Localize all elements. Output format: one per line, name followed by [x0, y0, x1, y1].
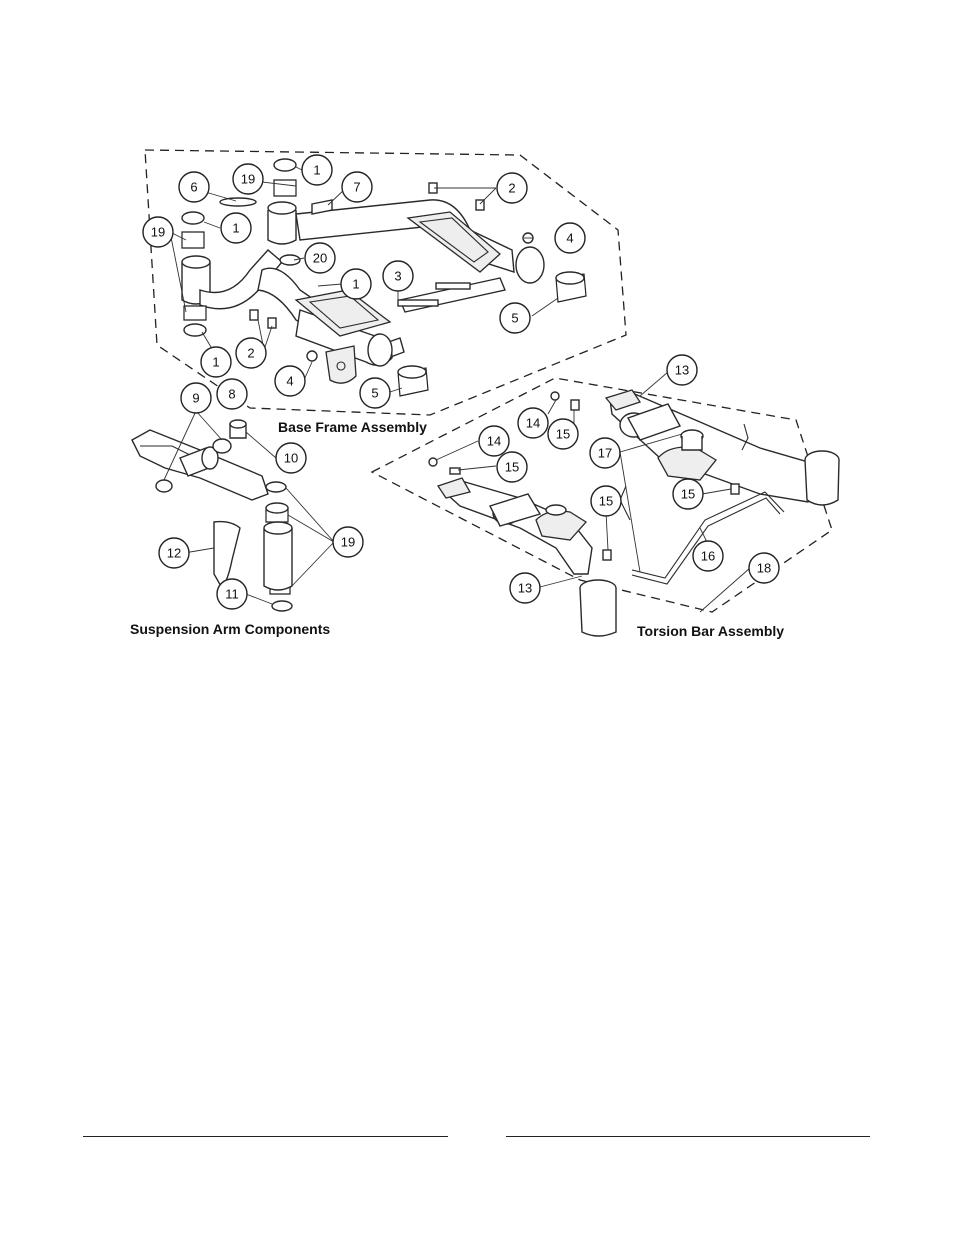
svg-text:19: 19	[241, 172, 255, 187]
svg-text:19: 19	[341, 535, 355, 550]
torsion-bar-leaders	[435, 371, 751, 613]
callout-2-top: 2	[496, 172, 528, 204]
base-frame-assembly: 1 19 6 7 2 1 4 19 20 3 1 5 1 2 4 5 8 Bas…	[142, 149, 627, 435]
callout-12: 12	[158, 537, 190, 569]
svg-text:6: 6	[190, 180, 197, 195]
svg-text:12: 12	[167, 546, 181, 561]
svg-text:13: 13	[675, 363, 689, 378]
suspension-arm-components: 9 10 12 19 11 Suspension Arm Components	[130, 382, 364, 637]
callout-8: 8	[216, 378, 248, 410]
torsion-bar-boundary	[370, 377, 833, 613]
svg-text:16: 16	[701, 549, 715, 564]
svg-text:1: 1	[352, 277, 359, 292]
callout-5-right: 5	[499, 302, 531, 334]
suspension-arm-caption: Suspension Arm Components	[130, 621, 330, 637]
svg-text:1: 1	[212, 355, 219, 370]
callout-1-bottom: 1	[200, 346, 232, 378]
svg-text:15: 15	[681, 487, 695, 502]
suspension-arm-drawing	[131, 419, 293, 612]
svg-text:20: 20	[313, 251, 327, 266]
svg-text:10: 10	[284, 451, 298, 466]
callout-4-right: 4	[554, 222, 586, 254]
svg-text:2: 2	[247, 346, 254, 361]
footer-rule-right	[506, 1136, 870, 1137]
svg-text:5: 5	[511, 311, 518, 326]
callout-13-bottom: 13	[509, 572, 541, 604]
callout-9: 9	[180, 382, 212, 414]
callout-19-left: 19	[142, 216, 174, 248]
callout-16: 16	[692, 540, 724, 572]
callout-2-bottom: 2	[235, 337, 267, 369]
svg-text:3: 3	[394, 269, 401, 284]
callout-14-left: 14	[478, 425, 510, 457]
base-frame-boundary	[144, 149, 627, 416]
svg-text:1: 1	[232, 221, 239, 236]
callout-5-bottom: 5	[359, 377, 391, 409]
torsion-bar-assembly: 13 14 15 14 15 17 15 15 16 18 13 Torsion…	[370, 354, 840, 639]
svg-text:4: 4	[566, 231, 573, 246]
callout-7: 7	[341, 171, 373, 203]
callout-15-right: 15	[672, 478, 704, 510]
callout-1-center: 1	[340, 268, 372, 300]
callout-17: 17	[589, 437, 621, 469]
callout-13-top: 13	[666, 354, 698, 386]
suspension-arm-leaders	[163, 410, 335, 605]
svg-text:4: 4	[286, 374, 293, 389]
callout-19-top: 19	[232, 163, 264, 195]
callout-19-arm: 19	[332, 526, 364, 558]
svg-text:14: 14	[526, 416, 540, 431]
callout-11: 11	[216, 578, 248, 610]
callout-3: 3	[382, 260, 414, 292]
callout-6: 6	[178, 171, 210, 203]
torsion-bar-drawing	[428, 389, 840, 637]
base-frame-drawing	[181, 158, 587, 397]
svg-text:5: 5	[371, 386, 378, 401]
svg-text:13: 13	[518, 581, 532, 596]
svg-text:17: 17	[598, 446, 612, 461]
callout-4-bottom: 4	[274, 365, 306, 397]
callout-15-top: 15	[547, 418, 579, 450]
callout-10: 10	[275, 442, 307, 474]
svg-text:15: 15	[505, 460, 519, 475]
callout-18: 18	[748, 552, 780, 584]
callout-15-lower: 15	[590, 485, 622, 517]
callout-15-left: 15	[496, 451, 528, 483]
svg-text:19: 19	[151, 225, 165, 240]
svg-text:14: 14	[487, 434, 501, 449]
svg-text:7: 7	[353, 180, 360, 195]
svg-text:2: 2	[508, 181, 515, 196]
callout-20: 20	[304, 242, 336, 274]
svg-text:8: 8	[228, 387, 235, 402]
torsion-bar-caption: Torsion Bar Assembly	[637, 623, 784, 639]
svg-text:15: 15	[599, 494, 613, 509]
svg-text:11: 11	[225, 587, 239, 602]
callout-1-top: 1	[301, 154, 333, 186]
callout-14-top: 14	[517, 407, 549, 439]
svg-text:1: 1	[313, 163, 320, 178]
base-frame-caption: Base Frame Assembly	[278, 419, 427, 435]
svg-text:9: 9	[192, 391, 199, 406]
svg-text:15: 15	[556, 427, 570, 442]
footer-rule-left	[83, 1136, 448, 1137]
svg-text:18: 18	[757, 561, 771, 576]
callout-1-left: 1	[220, 212, 252, 244]
